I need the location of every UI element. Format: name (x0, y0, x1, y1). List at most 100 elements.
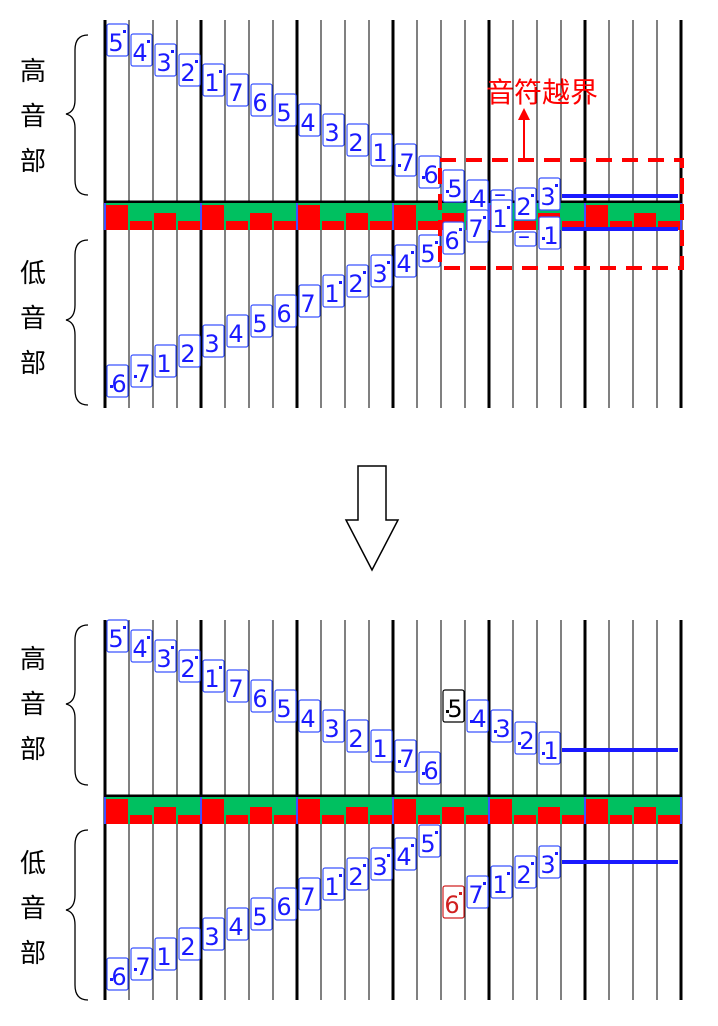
beat-strength-bar (586, 799, 608, 824)
note-box (226, 314, 249, 348)
note-label: 3 (156, 49, 171, 77)
note-label: 6 (252, 685, 267, 713)
high-octave-dot-icon (555, 184, 558, 187)
note: 2 (514, 855, 537, 889)
note-label: 2 (348, 725, 363, 753)
note-label: 7 (135, 360, 150, 388)
beat-strength-bar (466, 815, 488, 824)
note-label: 7 (228, 79, 243, 107)
note: 7 (298, 877, 321, 911)
note-box (442, 885, 465, 919)
note: 1 (154, 937, 177, 971)
low-octave-dot-icon (134, 375, 137, 378)
note: 6 (106, 957, 129, 991)
note-label: 6 (444, 891, 459, 919)
low-octave-dot-icon (446, 190, 449, 193)
note: 5 (274, 93, 297, 127)
note: 3 (538, 177, 561, 211)
note-label: 4 (300, 705, 315, 733)
note-box (250, 83, 273, 117)
note-box (274, 887, 297, 921)
beat-strength-bar (634, 807, 656, 824)
note-label: 1 (543, 737, 558, 765)
note-box (226, 73, 249, 107)
note: 3 (322, 709, 345, 743)
beat-strength-bar (658, 815, 680, 824)
low-octave-dot-icon (470, 720, 473, 723)
note-label: 4 (132, 635, 147, 663)
note-box (298, 699, 321, 733)
note: 4 (394, 837, 417, 871)
note-box (514, 187, 537, 221)
note-label: 6 (276, 300, 291, 328)
low-octave-dot-icon (398, 164, 401, 167)
high-octave-dot-icon (507, 206, 510, 209)
label-char: 部 (20, 939, 46, 969)
note-box (154, 344, 177, 378)
beat-strength-bar (562, 221, 584, 230)
note: 3 (154, 43, 177, 77)
note: 4 (130, 629, 153, 663)
note: 6 (250, 83, 273, 117)
note: 1 (490, 865, 513, 899)
note: 1 (322, 274, 345, 308)
label-upper-part-before: 高 音 部 (20, 57, 46, 177)
note-box (298, 103, 321, 137)
note-label: 2 (348, 863, 363, 891)
note-label: 4 (396, 250, 411, 278)
low-octave-dot-icon (542, 752, 545, 755)
staff-grid-after (103, 620, 683, 1000)
note: 6 (442, 885, 465, 919)
note-label: 4 (228, 913, 243, 941)
beat-strength-bar (370, 221, 392, 230)
brace-icon (65, 624, 89, 786)
beat-strength-bar (562, 815, 584, 824)
note-box (442, 221, 465, 255)
label-char: 低 (20, 259, 46, 289)
note: 5 (418, 234, 441, 268)
high-octave-dot-icon (435, 831, 438, 834)
label-char: 部 (20, 349, 46, 379)
note-box (130, 354, 153, 388)
note-label: 6 (423, 757, 438, 785)
note: 3 (370, 847, 393, 881)
note-label: 1 (204, 69, 219, 97)
note: 7 (394, 143, 417, 177)
overflow-highlight-box (438, 158, 684, 270)
beat-strength-bar (250, 807, 272, 824)
note-label: 3 (372, 853, 387, 881)
note-label: 6 (252, 89, 267, 117)
beat-strength-bar (514, 221, 536, 230)
note-label: 3 (156, 645, 171, 673)
note-label: 6 (111, 963, 126, 991)
high-octave-dot-icon (411, 844, 414, 847)
label-char: 部 (20, 735, 46, 765)
note-box (178, 53, 201, 87)
note-label: 3 (204, 330, 219, 358)
beat-strength-bar (610, 815, 632, 824)
note-box (346, 264, 369, 298)
note: 4 (226, 907, 249, 941)
note-label: 5 (108, 625, 123, 653)
note-label: 1 (324, 873, 339, 901)
note-box (394, 837, 417, 871)
low-octave-dot-icon (398, 760, 401, 763)
note-box (250, 897, 273, 931)
note-box (538, 731, 561, 765)
beat-strength-bar (106, 205, 128, 230)
low-octave-dot-icon (470, 200, 473, 203)
note: 4 (394, 244, 417, 278)
brace-icon (65, 829, 89, 1001)
note: 7 (130, 354, 153, 388)
note-label: 5 (252, 310, 267, 338)
note-label: 1 (492, 871, 507, 899)
note-box (274, 93, 297, 127)
note: 4 (130, 33, 153, 67)
high-octave-dot-icon (219, 666, 222, 669)
note: 6 (274, 887, 297, 921)
low-octave-dot-icon (110, 978, 113, 981)
low-octave-dot-icon (422, 176, 425, 179)
note-label: 7 (399, 149, 414, 177)
note-box (466, 699, 489, 733)
note-box (538, 177, 561, 211)
